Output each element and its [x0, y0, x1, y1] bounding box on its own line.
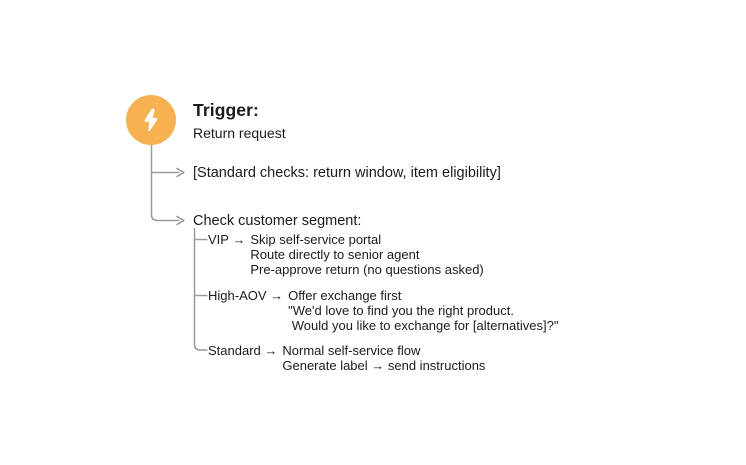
segment-tree: VIP → Skip self-service portal Route dir… [208, 232, 558, 373]
segment-line: Skip self-service portal [250, 232, 382, 247]
lightning-bolt-icon [144, 108, 158, 132]
segment-high-aov-lines: Offer exchange first "We'd love to find … [288, 288, 558, 333]
segment-line: Would you like to exchange for [alternat… [288, 317, 559, 333]
standard-checks-arrowhead [176, 167, 185, 178]
segment-line: Normal self-service flow [282, 343, 421, 358]
segment-standard-lines: Normal self-service flow Generate label … [282, 343, 485, 373]
segment-high-aov: High-AOV → Offer exchange first "We'd lo… [208, 288, 558, 333]
segment-vip-label: VIP → [208, 232, 246, 247]
segment-vip-lines: Skip self-service portal Route directly … [250, 232, 483, 277]
segment-line: Route directly to senior agent [250, 247, 420, 262]
segment-line: "We'd love to find you the right product… [288, 302, 514, 318]
segment-branch-arrowhead [176, 215, 185, 226]
segment-vip: VIP → Skip self-service portal Route dir… [208, 232, 558, 277]
trigger-stem-line [150, 140, 180, 222]
check-segment-heading: Check customer segment: [193, 213, 362, 229]
segment-line: Generate label → send instructions [282, 358, 486, 373]
segment-high-aov-label: High-AOV → [208, 287, 284, 303]
segment-standard-label: Standard → [208, 343, 278, 358]
segment-standard: Standard → Normal self-service flow Gene… [208, 343, 558, 373]
trigger-icon [126, 95, 176, 145]
segment-line: Pre-approve return (no questions asked) [250, 262, 484, 277]
trigger-subtitle: Return request [193, 125, 286, 141]
segment-line: Offer exchange first [288, 287, 402, 303]
standard-checks-label: [Standard checks: return window, item el… [193, 165, 501, 181]
segment-tree-line [193, 228, 208, 351]
trigger-title: Trigger: [193, 100, 259, 120]
